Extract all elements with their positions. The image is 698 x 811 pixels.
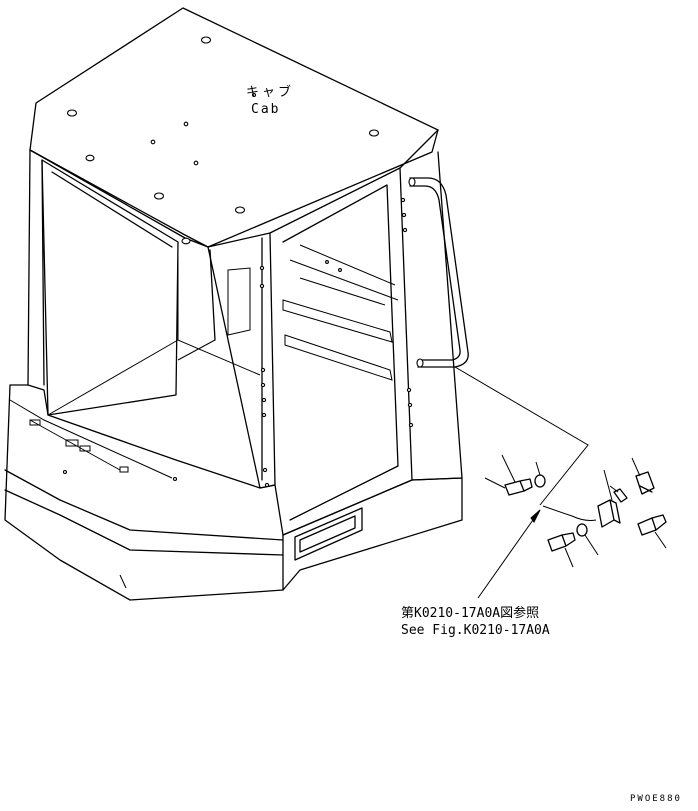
cab-label-en: Cab: [251, 102, 280, 117]
reference-label-en: See Fig.K0210-17A0A: [401, 623, 550, 638]
fasteners: [484, 454, 667, 568]
lower-body-band: [4, 469, 284, 556]
handrail-tube-outer: [409, 177, 469, 368]
window-stripes: [282, 244, 396, 381]
clip: [631, 457, 655, 495]
bracket: [597, 469, 621, 528]
reference-arrow: [477, 509, 541, 599]
side-window-inner: [282, 184, 399, 521]
roof-holes: [66, 36, 380, 245]
cab-body: [4, 7, 463, 601]
washer-upper: [534, 474, 546, 488]
handrail-tube-inner: [409, 185, 461, 361]
pillar-inner: [209, 237, 263, 481]
reference-label-jp: 第K0210-17A0A図参照: [401, 605, 539, 621]
front-window-frame: [41, 159, 179, 416]
right-front-pillar: [207, 232, 276, 489]
pillar-holes: [259, 197, 414, 473]
handrail-leader: [454, 366, 589, 506]
bolt-lower-left: [547, 532, 576, 568]
bolt-lower-right: [637, 514, 667, 549]
side-window-frame: [269, 167, 413, 536]
handrail: [408, 177, 469, 368]
cab-roof: [29, 7, 439, 248]
drawing-code: PWOE880: [630, 794, 682, 804]
interior-panels: [227, 259, 399, 336]
spacer: [613, 488, 628, 503]
lower-body-right: [282, 477, 463, 591]
harness-wire: [542, 505, 597, 521]
front-left-pillar: [27, 149, 45, 386]
interior-floor: [47, 242, 261, 416]
bolt-upper: [484, 454, 533, 496]
front-window-inner: [51, 171, 173, 248]
cab-label-jp: キャブ: [246, 84, 294, 100]
dash-detail: [9, 399, 173, 589]
washer-lower: [576, 523, 588, 537]
dash-components: [29, 419, 270, 488]
cab-lower-body: [4, 384, 284, 601]
step-plate: [294, 507, 363, 561]
